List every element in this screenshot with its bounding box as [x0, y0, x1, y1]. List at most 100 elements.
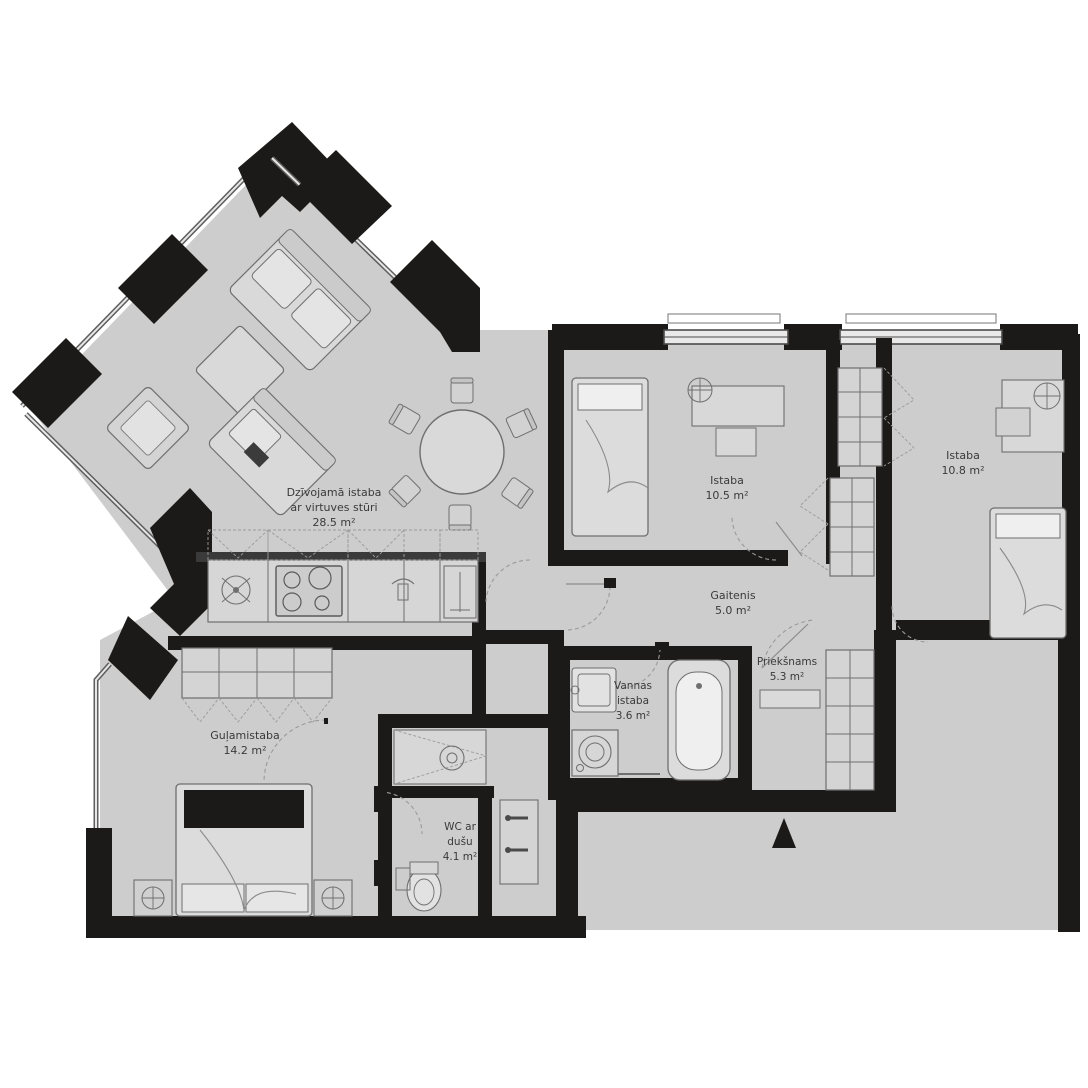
- room2-pillow: [995, 513, 1061, 539]
- bathroom-fixtures: [570, 642, 731, 781]
- label-wc-name2: dušu: [447, 836, 472, 848]
- room2-desk-chair: [1033, 382, 1061, 410]
- window-sill-2: [845, 313, 997, 324]
- label-living-name2: ar virtuves stūri: [290, 501, 377, 514]
- wall-wc-mid: [478, 790, 492, 930]
- facade-pier-2: [118, 234, 208, 324]
- room2-duvet: [999, 547, 1063, 616]
- kitchen-counter: [207, 559, 479, 623]
- wall-wc-split: [378, 786, 494, 798]
- facade-pier-1: [12, 338, 102, 428]
- label-wc: WC ar dušu 4.1 m²: [443, 821, 477, 863]
- room2-wardrobe-swings: [799, 367, 915, 571]
- wall-corridor-bottom: [472, 630, 564, 644]
- bedroom-furniture: [133, 718, 353, 917]
- kitchen-sink: [221, 575, 251, 605]
- facade-pier-8: [86, 828, 112, 936]
- wc-sink: [395, 867, 411, 891]
- wall-bottom-left: [86, 916, 478, 938]
- room1-duvet: [585, 419, 649, 494]
- diagonal-facade: [12, 122, 480, 936]
- label-entry: Priekšnams 5.3 m²: [757, 656, 817, 683]
- sofa-cushion-2: [291, 288, 352, 349]
- living-furniture: [107, 229, 538, 531]
- tv-unit: [243, 442, 270, 468]
- wc-fixtures: [374, 729, 539, 912]
- label-bedroom: Guļamistaba 14.2 m²: [210, 729, 280, 757]
- facade-pier-6: [150, 488, 212, 636]
- room2-bed: [989, 507, 1067, 639]
- wall-bath-top: [556, 646, 752, 660]
- wall-bottom-step: [556, 790, 578, 938]
- label-entry-name: Priekšnams: [757, 656, 817, 668]
- sofa-secondary-cushion: [228, 408, 282, 462]
- floor-fill-left: [30, 160, 470, 930]
- door-swing-corridor-2: [485, 559, 531, 603]
- bed-headboard: [184, 790, 304, 828]
- kitchen-appliance: [391, 578, 415, 601]
- door-swing-entry: [761, 619, 815, 669]
- wall-bedroom-top: [168, 636, 480, 650]
- wall-east-lower: [1058, 620, 1080, 932]
- bathtub: [667, 659, 731, 781]
- facade-pier-4: [296, 150, 392, 244]
- wall-right-lower: [874, 630, 896, 810]
- interior-walls: [168, 330, 892, 930]
- door-swing-wc: [379, 791, 423, 835]
- label-living-name: Dzīvojamā istaba: [287, 486, 382, 499]
- bed-pillow-right: [245, 883, 309, 913]
- room-labels: Dzīvojamā istaba ar virtuves stūri 28.5 …: [210, 449, 984, 863]
- label-room-2-area: 10.8 m²: [941, 464, 984, 477]
- kitchen-wall-cabinets: [207, 529, 479, 561]
- label-room-1-area: 10.5 m²: [705, 489, 748, 502]
- corridor-doors: [485, 559, 616, 631]
- facade-pier-7: [108, 616, 178, 700]
- room2-furniture: [799, 367, 1067, 643]
- sofa-cushion-1: [251, 248, 312, 309]
- wall-bath-right: [738, 646, 752, 796]
- wall-v-1: [548, 330, 564, 562]
- wall-bottom-right: [556, 790, 896, 812]
- glazing-west-inner: [95, 663, 111, 832]
- label-corridor-name: Gaitenis: [710, 589, 755, 602]
- label-room-1-name: Istaba: [710, 474, 744, 487]
- room2-chair: [995, 407, 1031, 437]
- nightstand-left: [133, 879, 173, 917]
- label-entry-area: 5.3 m²: [770, 671, 804, 683]
- door-swing-corridor-1: [565, 585, 611, 631]
- side-table-top: [120, 400, 176, 456]
- wall-bath-left: [556, 646, 570, 792]
- label-room-2-name: Istaba: [946, 449, 980, 462]
- wc-cabinet: [499, 799, 539, 885]
- label-room-1: Istaba 10.5 m²: [705, 474, 748, 502]
- wardrobe-row: [181, 647, 333, 723]
- room1-bed: [571, 377, 649, 537]
- label-bathroom-name2: istaba: [617, 695, 649, 707]
- wall-top-c: [1000, 324, 1078, 350]
- label-living-area: 28.5 m²: [312, 516, 355, 529]
- entry-wardrobes: [759, 619, 875, 791]
- north-arrow-icon: [772, 818, 796, 848]
- room1-desk-chair: [687, 377, 713, 403]
- entry-bench: [759, 689, 821, 709]
- wall-wc-left: [378, 714, 392, 930]
- door-leaf-room1: [775, 521, 803, 557]
- door-swing-bathroom: [619, 647, 661, 689]
- window-sill-1: [667, 313, 781, 324]
- door-jamb-wc-2: [374, 860, 384, 886]
- room1-furniture: [571, 377, 803, 561]
- wall-top-a: [552, 324, 668, 350]
- room1-desk: [691, 385, 785, 427]
- exterior-walls: [12, 122, 1080, 938]
- entry-door-leaf: [761, 623, 809, 669]
- dining-set: [387, 377, 538, 531]
- window-top-2: [839, 329, 1003, 345]
- label-bathroom-area: 3.6 m²: [616, 710, 650, 722]
- window-top-1: [663, 329, 789, 345]
- label-living: Dzīvojamā istaba ar virtuves stūri 28.5 …: [287, 486, 382, 529]
- door-swing-bedroom: [263, 719, 327, 783]
- facade-pier-5: [390, 240, 480, 352]
- label-bathroom: Vannas istaba 3.6 m²: [614, 680, 652, 722]
- label-wc-name: WC ar: [444, 821, 476, 833]
- kitchen-fridge: [443, 565, 477, 619]
